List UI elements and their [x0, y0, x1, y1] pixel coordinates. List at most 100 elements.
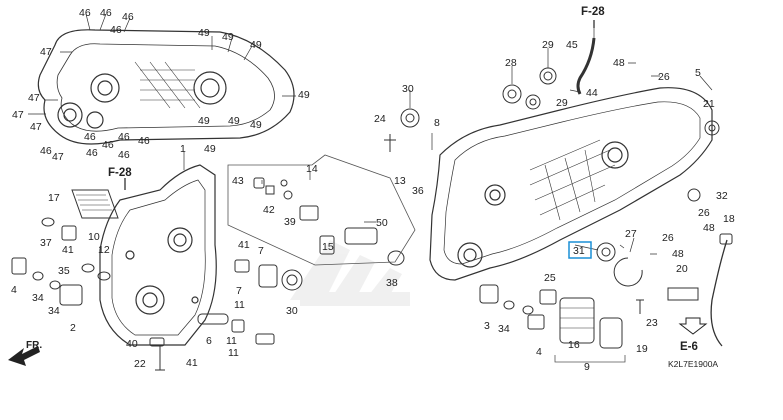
part-label-highlighted: 31 — [573, 245, 585, 257]
part-label: 46 — [118, 131, 130, 143]
part-label: 47 — [28, 92, 40, 104]
part-label: 21 — [703, 98, 715, 110]
part-label: 48 — [613, 57, 625, 69]
part-label: 46 — [122, 11, 134, 23]
part-label: 32 — [716, 190, 728, 202]
group-outline-14 — [227, 154, 416, 266]
part-label: 25 — [544, 272, 556, 284]
part-label: 48 — [672, 248, 684, 260]
part-label: 12 — [98, 244, 110, 256]
fr-arrow — [8, 346, 40, 366]
part-label: 4 — [536, 346, 542, 358]
part-label: 7 — [236, 285, 242, 297]
leader-lines — [28, 13, 713, 255]
part-label: 2 — [70, 322, 76, 334]
part-label: 49 — [222, 31, 234, 43]
part-label: 47 — [12, 109, 24, 121]
part-label: 27 — [625, 228, 637, 240]
part-label: 3 — [484, 320, 490, 332]
part-label: 5 — [695, 67, 701, 79]
part-label: 13 — [394, 175, 406, 187]
part-label: 17 — [48, 192, 60, 204]
left-crankcase-cover — [37, 29, 295, 145]
part-label: 42 — [263, 204, 275, 216]
part-label: 11 — [228, 347, 239, 359]
part-label: 20 — [676, 263, 688, 275]
e6-arrow — [678, 317, 708, 335]
part-label: 50 — [376, 217, 388, 229]
part-label: 34 — [32, 292, 44, 304]
part-label: 28 — [505, 57, 517, 69]
part-label: 49 — [228, 115, 240, 127]
part-label: 30 — [402, 83, 414, 95]
left-crankcase — [99, 164, 217, 346]
part-label: 35 — [58, 265, 70, 277]
ref-e6: E-6 — [680, 341, 698, 353]
ref-f28-left: F-28 — [108, 167, 132, 179]
part-label: 4 — [11, 284, 17, 296]
part-label: 23 — [646, 317, 658, 329]
part-label: 1 — [180, 143, 186, 155]
part-label: 49 — [198, 27, 210, 39]
honda-wing-watermark — [290, 240, 410, 306]
part-label: 40 — [126, 338, 138, 350]
part-label: 46 — [100, 7, 112, 19]
part-label: 41 — [238, 239, 250, 251]
part-label: 44 — [586, 87, 598, 99]
part-label: 26 — [662, 232, 674, 244]
component-shapes — [11, 37, 733, 371]
part-label: 11 — [226, 335, 237, 347]
part-label: 26 — [698, 207, 710, 219]
part-label: 22 — [134, 358, 146, 370]
drawing-code: K2L7E1900A — [668, 359, 718, 369]
part-label: 46 — [40, 145, 52, 157]
part-label: 8 — [434, 117, 440, 129]
part-label: 46 — [79, 7, 91, 19]
part-label: 11 — [234, 299, 245, 311]
fr-label: FR. — [26, 340, 42, 351]
part-label: 47 — [52, 151, 64, 163]
highlight-box-31 — [568, 241, 592, 259]
part-label: 34 — [48, 305, 60, 317]
part-label: 24 — [374, 113, 386, 125]
part-label: 38 — [386, 277, 398, 289]
part-label: 19 — [636, 343, 648, 355]
part-label: 26 — [658, 71, 670, 83]
part-label: 46 — [86, 147, 98, 159]
part-label: 30 — [286, 305, 298, 317]
part-label: 29 — [542, 39, 554, 51]
right-crankcase — [429, 87, 713, 281]
part-label: 7 — [258, 245, 264, 257]
part-label: 47 — [40, 46, 52, 58]
part-label: 46 — [110, 24, 122, 36]
part-label: 10 — [88, 231, 100, 243]
part-label: 29 — [556, 97, 568, 109]
part-label: 49 — [250, 119, 262, 131]
part-label: 46 — [118, 149, 130, 161]
group-outline-9 — [554, 355, 626, 363]
part-label: 15 — [322, 241, 334, 253]
part-label: 41 — [186, 357, 198, 369]
part-label: 39 — [284, 216, 296, 228]
part-label: 43 — [232, 175, 244, 187]
part-label: 49 — [250, 39, 262, 51]
part-label: 14 — [306, 163, 318, 175]
part-label: 45 — [566, 39, 578, 51]
part-label: 49 — [298, 89, 310, 101]
part-label: 49 — [204, 143, 216, 155]
part-label: 49 — [198, 115, 210, 127]
part-label: 18 — [723, 213, 735, 225]
part-label: 47 — [30, 121, 42, 133]
part-label: 6 — [206, 335, 212, 347]
part-label: 16 — [568, 339, 580, 351]
part-label: 41 — [62, 244, 74, 256]
part-label: 9 — [584, 361, 590, 373]
part-label: 46 — [84, 131, 96, 143]
ref-f28-top: F-28 — [581, 6, 605, 18]
part-label: 37 — [40, 237, 52, 249]
part-labels: F-28 F-28 E-6 FR. K2L7E1900A 46 46 46 46… — [11, 6, 735, 373]
part-label: 36 — [412, 185, 424, 197]
part-label: 48 — [703, 222, 715, 234]
